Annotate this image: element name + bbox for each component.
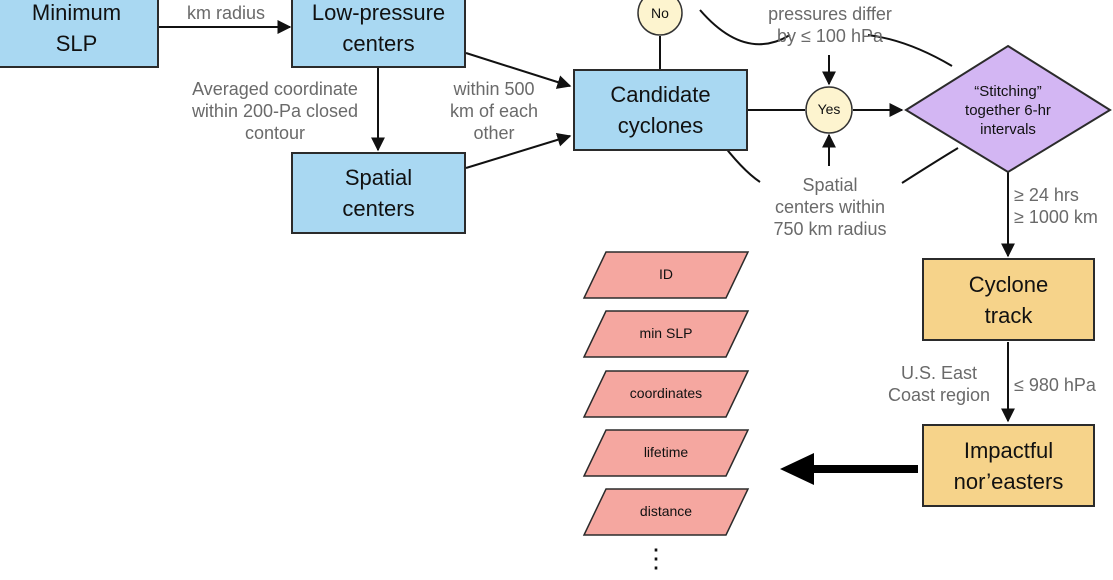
- output-id: ID: [659, 266, 673, 282]
- stitching-label: “Stitching” together 6-hr intervals: [965, 83, 1051, 138]
- arc-top-left: [699, 9, 791, 46]
- label-us-east-coast: U.S. East Coast region: [887, 363, 991, 405]
- label-duration-distance: ≥ 24 hrs ≥ 1000 km: [1014, 185, 1098, 227]
- thick-arrow-head: [780, 453, 814, 485]
- node-cyclone-track: Cyclone track: [922, 258, 1095, 341]
- node-candidate-cyclones: Candidate cyclones: [573, 69, 748, 151]
- label-km-radius: km radius: [186, 3, 266, 23]
- arrow-lowpressure-to-candidate: [465, 52, 572, 89]
- output-min-slp: min SLP: [639, 325, 693, 341]
- node-minimum-slp: Minimum SLP: [0, 0, 159, 68]
- label-spatial-750km: Spatial centers within 750 km radius: [773, 175, 887, 239]
- label-slp-980: ≤ 980 hPa: [1014, 375, 1096, 395]
- output-shape-coordinates: [582, 370, 750, 418]
- node-spatial-centers: Spatial centers: [291, 152, 466, 234]
- arc-bottom-right: [901, 147, 959, 184]
- node-impactful-noreasters: Impactful nor’easters: [922, 424, 1095, 507]
- arc-top-right: [867, 34, 953, 67]
- node-low-pressure-centers: Low-pressure centers: [291, 0, 466, 68]
- stitching-diamond: [904, 44, 1112, 174]
- label-within-500km: within 500 km of each other: [449, 79, 539, 143]
- output-continuation: ⋮: [643, 543, 669, 573]
- decision-yes-label: Yes: [817, 101, 841, 117]
- output-distance: distance: [639, 503, 693, 519]
- output-shape-distance: [582, 488, 750, 536]
- output-shape-id: [582, 251, 750, 299]
- label-averaged-coordinate: Averaged coordinate within 200-Pa closed…: [191, 79, 359, 143]
- output-shape-lifetime: [582, 429, 750, 477]
- decision-no-circle: [637, 0, 683, 36]
- output-coordinates: coordinates: [629, 385, 703, 401]
- output-lifetime: lifetime: [643, 444, 689, 460]
- output-shape-min-slp: [582, 310, 750, 358]
- decision-yes-circle: [805, 86, 853, 134]
- label-pressures-differ: pressures differ by ≤ 100 hPa: [768, 4, 892, 46]
- arrow-spatial-to-candidate: [465, 133, 572, 169]
- decision-no-label: No: [651, 5, 669, 21]
